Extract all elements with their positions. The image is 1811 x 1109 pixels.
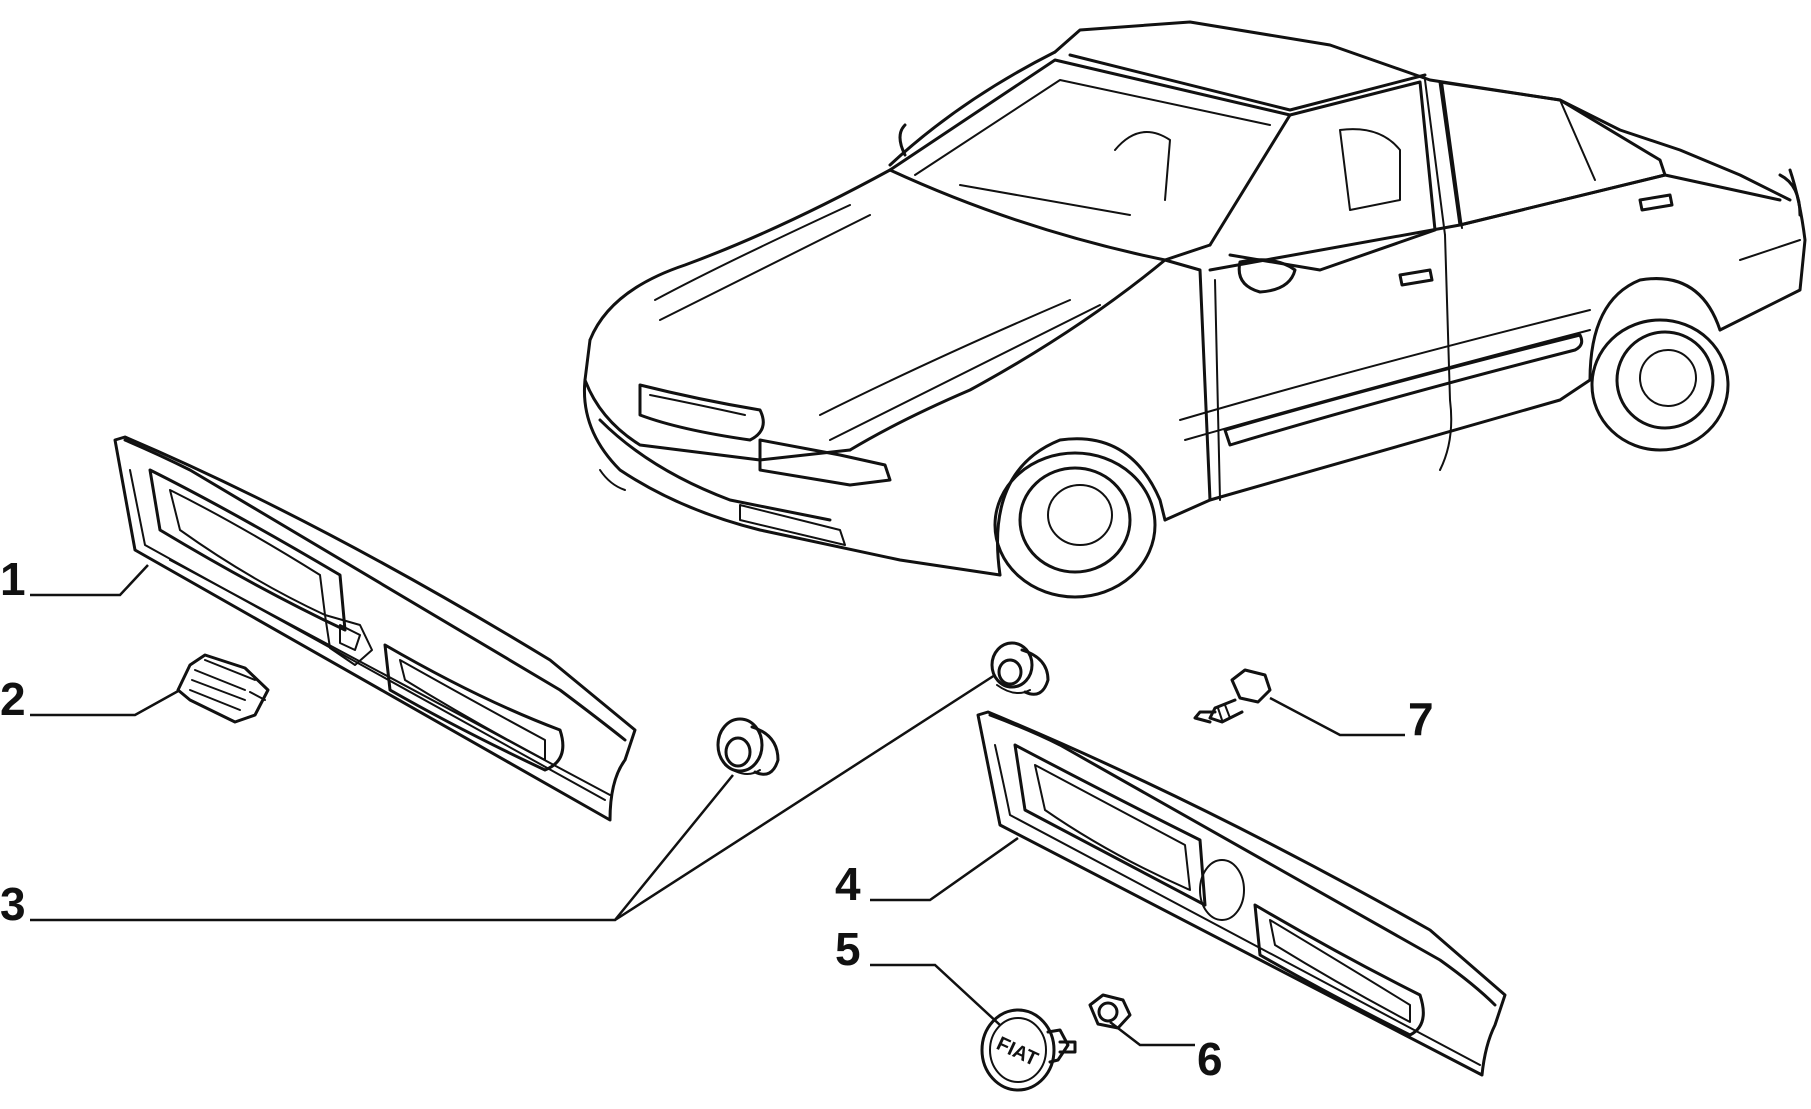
callout-5: 5 [835, 923, 861, 975]
leader-lines [30, 564, 1405, 1047]
car-illustration [582, 20, 1807, 599]
callout-1: 1 [0, 553, 26, 605]
callout-2: 2 [0, 673, 26, 725]
grille-upper [113, 435, 637, 822]
callout-7: 7 [1408, 693, 1434, 745]
callout-3: 3 [0, 878, 26, 930]
clip-part-2 [176, 653, 270, 724]
callout-4: 4 [835, 858, 861, 910]
callout-numbers: 1 2 3 4 5 6 7 [0, 553, 1434, 1085]
nut-part-6 [1088, 993, 1132, 1030]
grille-lower [976, 710, 1507, 1077]
bolt-part-7 [1193, 668, 1272, 724]
grommet-part-3-right [990, 641, 1050, 696]
callout-6: 6 [1197, 1033, 1223, 1085]
grommet-part-3-left [716, 717, 780, 776]
emblem-fiat-text: FIAT [993, 1033, 1041, 1071]
